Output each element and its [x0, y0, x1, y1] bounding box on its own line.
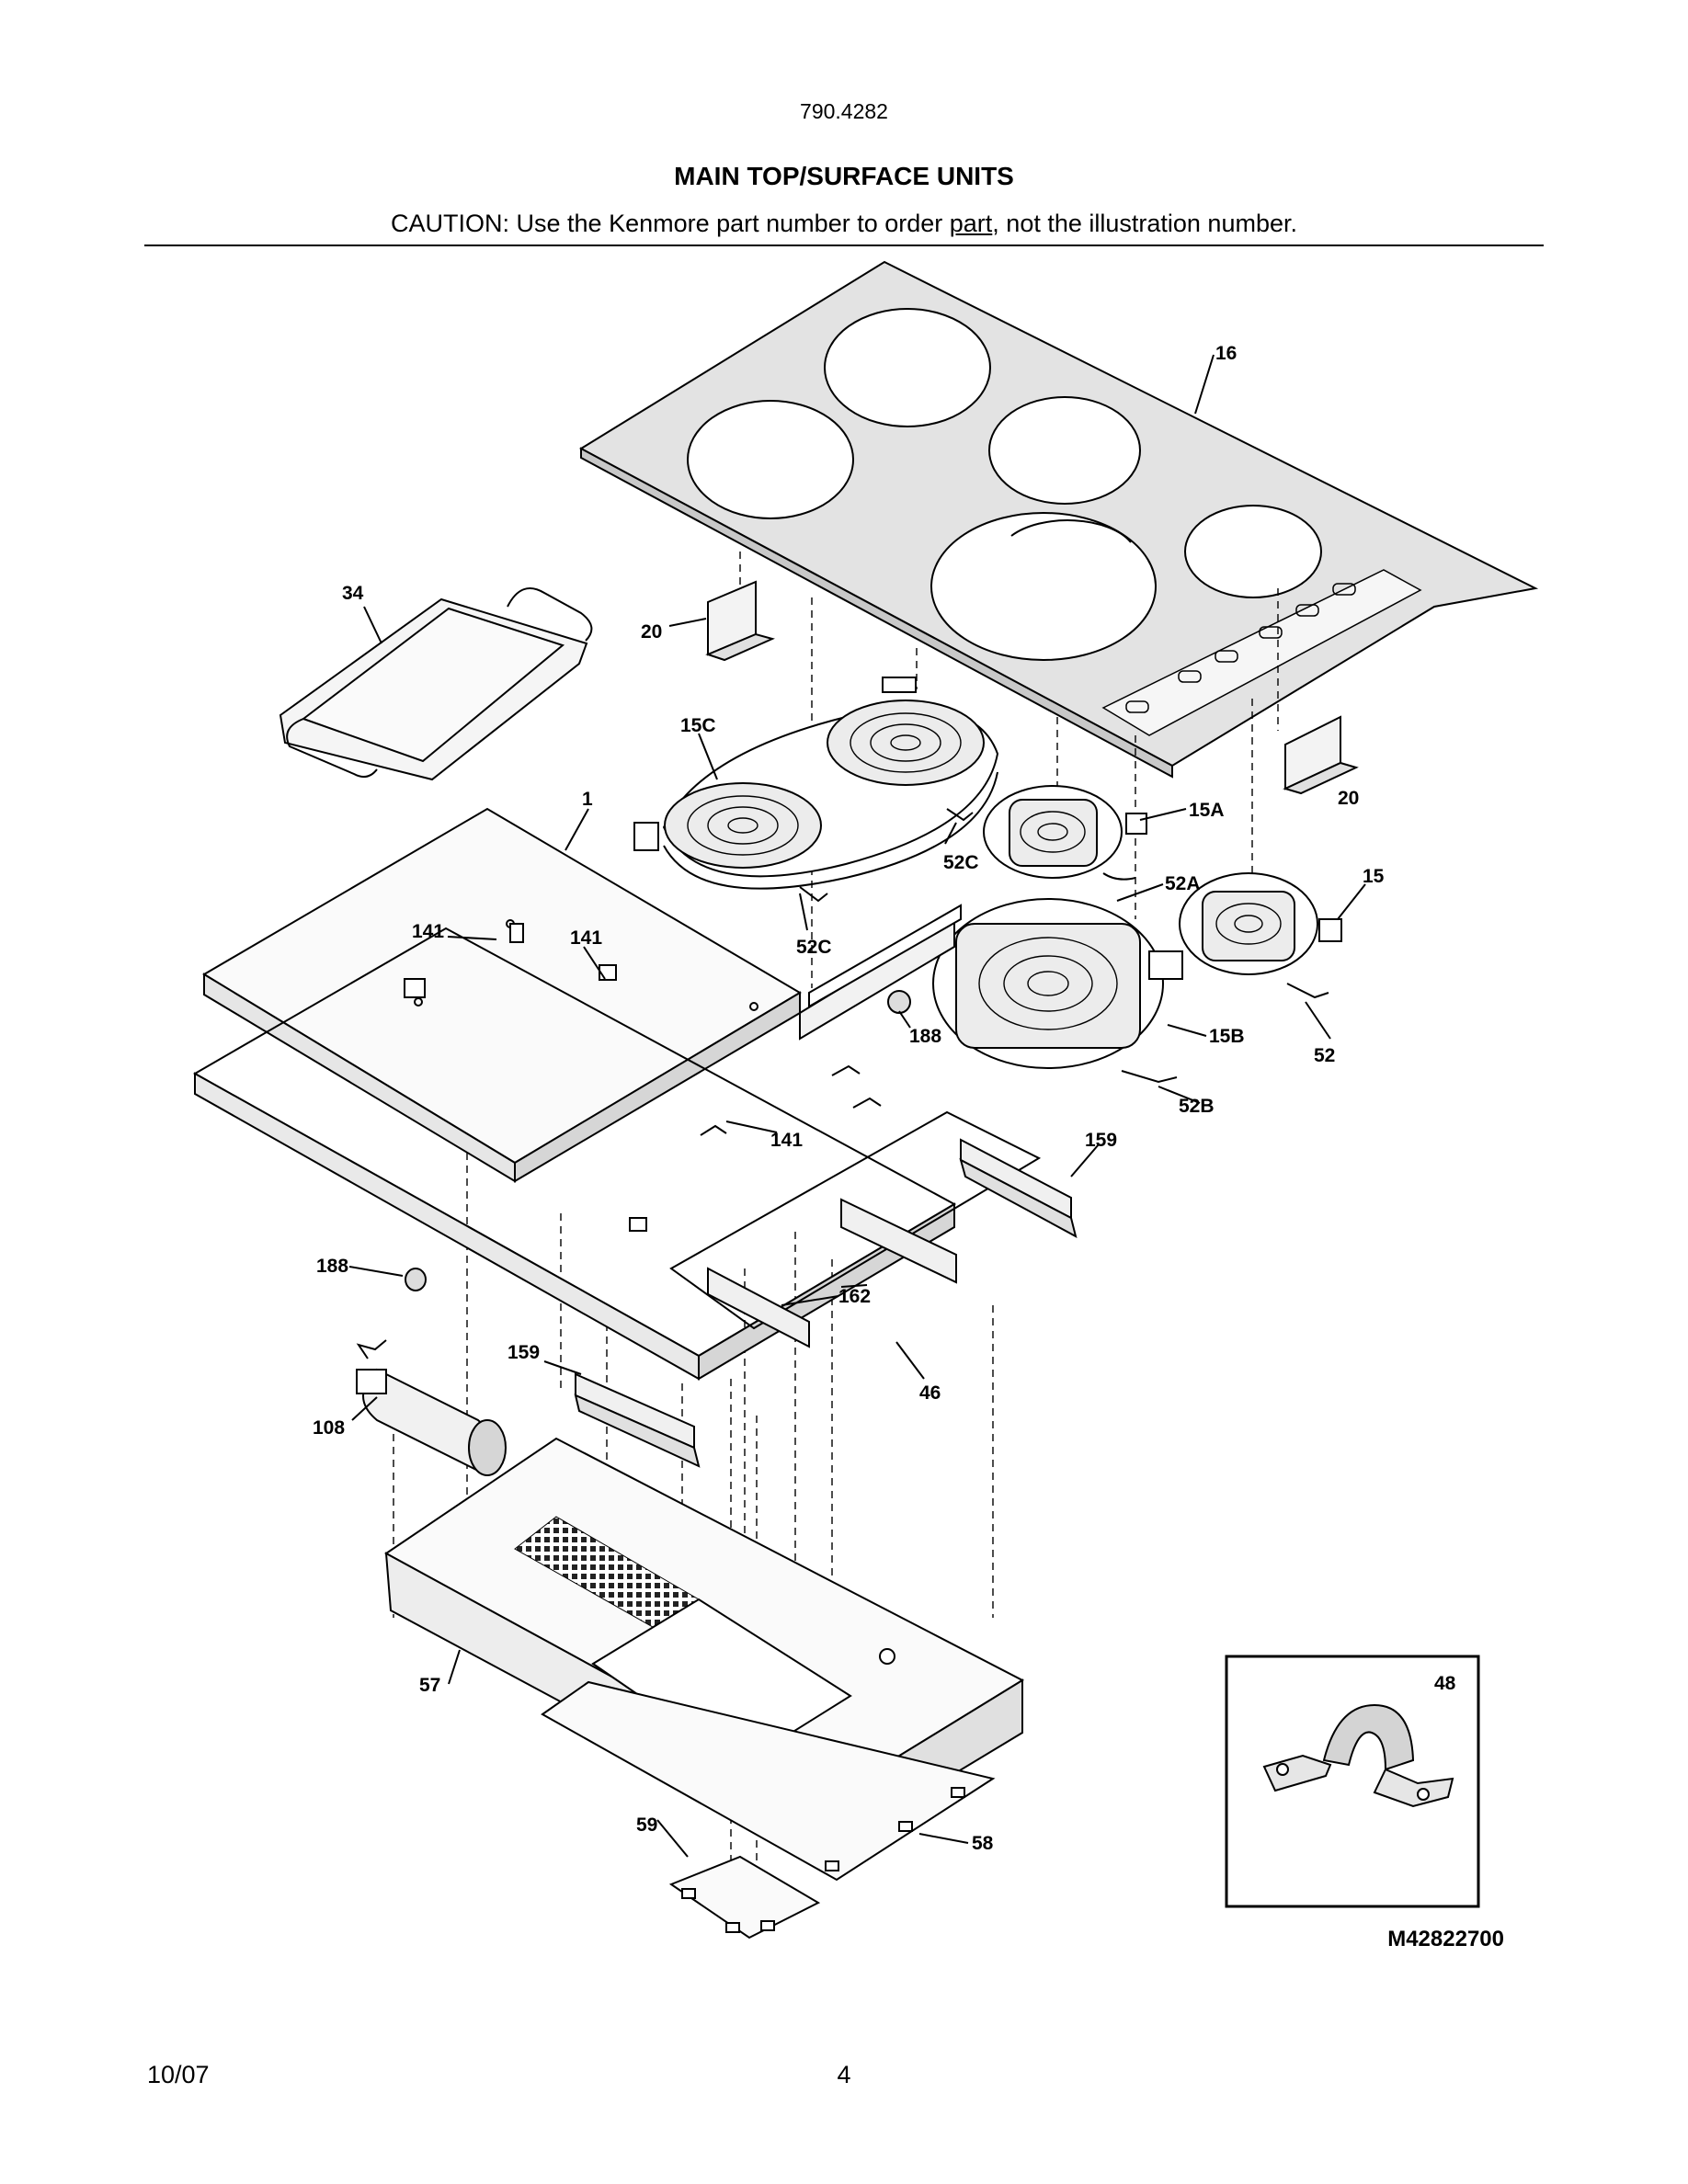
callout-15: 15 [1363, 866, 1385, 887]
callout-15a: 15A [1189, 800, 1225, 821]
callout-52c: 52C [796, 937, 832, 958]
callout-141: 141 [570, 927, 602, 949]
callout-labels: 16 34 20 15C 1 15A 20 52C 52A 15 141 141… [313, 343, 1456, 1854]
callout-59: 59 [636, 1814, 657, 1836]
plug-188-part [405, 1268, 427, 1291]
bracket-159-part [574, 1372, 701, 1468]
plug-188-part [887, 990, 911, 1014]
callout-188: 188 [909, 1026, 941, 1047]
header-divider [144, 245, 1544, 246]
griddle-part [279, 587, 593, 781]
surface-element-15B-part [932, 898, 1183, 1084]
callout-34: 34 [342, 583, 364, 604]
callout-52b: 52B [1179, 1096, 1215, 1117]
caution-note: CAUTION: Use the Kenmore part number to … [0, 210, 1688, 238]
inset-callout-48: 48 [1434, 1673, 1456, 1694]
callout-162: 162 [838, 1286, 871, 1307]
callout-15b: 15B [1209, 1026, 1245, 1047]
channel-162-part [707, 1198, 957, 1348]
figure-number: M42822700 [1387, 1927, 1504, 1951]
callout-1: 1 [582, 789, 593, 810]
cooktop-glass-part [578, 260, 1539, 779]
bracket-159-part [959, 1138, 1078, 1238]
bracket-part [1283, 715, 1359, 795]
plate-58-part [541, 1680, 996, 1882]
callout-20: 20 [1338, 788, 1359, 809]
caution-link: part [949, 210, 993, 237]
callout-57: 57 [419, 1675, 440, 1696]
page-number: 4 [837, 2061, 851, 2088]
model-number: 790.4282 [800, 99, 888, 123]
callout-188: 188 [316, 1256, 348, 1277]
caution-prefix: CAUTION: Use the Kenmore part number to … [391, 210, 950, 237]
callout-159: 159 [1085, 1130, 1117, 1151]
inset-clamp-48 [1225, 1655, 1480, 1908]
callout-16: 16 [1215, 343, 1237, 364]
bridge-element-part [633, 677, 999, 903]
page-title: MAIN TOP/SURFACE UNITS [674, 162, 1014, 190]
surface-element-15A-part [983, 785, 1147, 881]
callout-141: 141 [770, 1130, 803, 1151]
surface-element-15-part [1179, 872, 1342, 999]
bracket-part [705, 580, 775, 662]
callout-58: 58 [972, 1833, 994, 1854]
callout-52: 52 [1314, 1045, 1335, 1066]
callout-141: 141 [412, 921, 444, 942]
plate-59-part [668, 1855, 821, 1939]
leader-lines [348, 354, 1366, 1858]
blower-108-part [356, 1339, 507, 1476]
callout-52a: 52A [1165, 873, 1201, 894]
callout-159: 159 [508, 1342, 540, 1363]
callout-46: 46 [919, 1382, 941, 1404]
caution-suffix: , not the illustration number. [992, 210, 1297, 237]
footer-date: 10/07 [147, 2061, 210, 2088]
callout-20: 20 [641, 621, 662, 643]
callout-52c: 52C [943, 852, 979, 873]
callout-108: 108 [313, 1417, 345, 1439]
callout-15c: 15C [680, 715, 716, 736]
